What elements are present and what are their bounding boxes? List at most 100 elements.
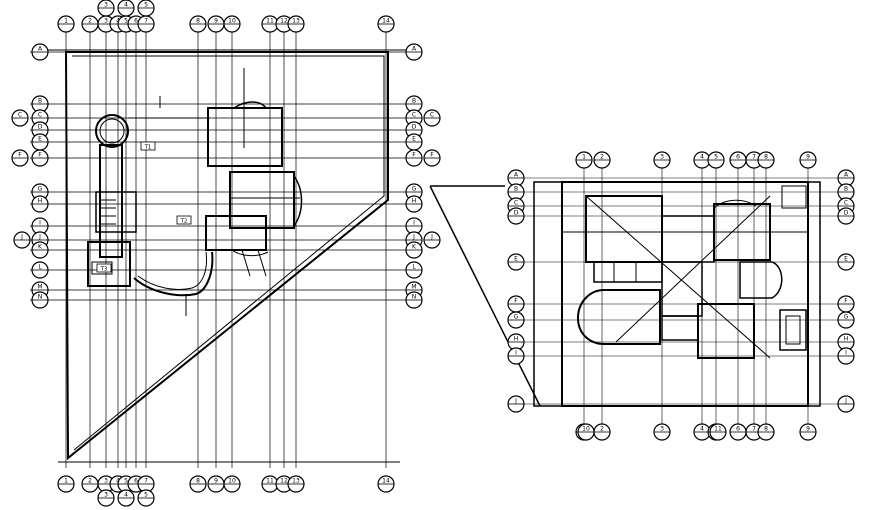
grid-marker-bottom: 3 — [97, 489, 115, 507]
grid-marker-bottom: 5 — [137, 489, 155, 507]
grid-marker-label: 14 — [382, 18, 390, 25]
grid-marker-bottom: 9 — [207, 475, 225, 493]
grid-marker-label: 8 — [764, 154, 768, 161]
grid-marker-label: 4 — [124, 492, 128, 499]
grid-marker-left: D — [507, 207, 525, 225]
grid-marker-label: E — [38, 136, 42, 143]
grid-marker-top: 9 — [207, 15, 225, 33]
service-box — [779, 309, 807, 351]
grid-marker-label: A — [412, 46, 417, 53]
grid-marker-top: 9 — [799, 151, 817, 169]
grid-marker-label: F — [38, 152, 42, 159]
grid-marker-label: 14 — [382, 478, 390, 485]
grid-marker-label: 3 — [104, 492, 108, 499]
grid-marker-top: 10 — [223, 15, 241, 33]
curved-hall — [576, 289, 661, 345]
grid-marker-label: E — [514, 256, 518, 263]
grid-marker-bottom: 14 — [377, 475, 395, 493]
grid-marker-top: 5 — [137, 0, 155, 17]
grid-marker-left: F — [507, 295, 525, 313]
grid-marker-left: A — [31, 43, 49, 61]
detail-leader — [429, 185, 541, 407]
grid-marker-bottom: 1 — [57, 475, 75, 493]
room-tag: T2 — [176, 215, 192, 225]
site-boundary-inner — [72, 55, 385, 451]
grid-marker-label: 1 — [64, 478, 68, 485]
room-center — [661, 215, 715, 263]
grid-marker-label: G — [38, 186, 43, 193]
entry-arc — [231, 249, 269, 257]
grid-marker-label: 3 — [104, 2, 108, 9]
grid-marker-label: G — [514, 314, 519, 321]
grid-marker-label: 2 — [600, 154, 604, 161]
room-right — [713, 203, 771, 261]
grid-marker-label: G — [412, 186, 417, 193]
grid-marker-label: 7 — [144, 478, 148, 485]
grid-marker-label: 3 — [104, 18, 108, 25]
grid-marker-top: 5 — [707, 151, 725, 169]
grid-marker-bottom: 12 — [275, 475, 293, 493]
left-plan-grid — [30, 32, 420, 468]
curved-room-right — [739, 261, 783, 299]
grid-marker-label: I — [413, 220, 415, 227]
grid-marker-top: 1 — [57, 15, 75, 33]
grid-marker-label: I — [515, 350, 517, 357]
grid-marker-label: 5 — [714, 154, 718, 161]
grid-marker-label: 2 — [88, 478, 92, 485]
grid-marker-label: B — [844, 186, 848, 193]
grid-marker-label: D — [844, 210, 849, 217]
middle-room-bay — [293, 175, 303, 227]
grid-marker-right: N — [405, 291, 423, 309]
service-box-inner — [785, 315, 801, 345]
grid-marker-left: H — [31, 195, 49, 213]
grid-marker-left: G — [507, 311, 525, 329]
grid-marker-left: I — [31, 217, 49, 235]
grid-marker-bottom: 8 — [757, 423, 775, 441]
grid-marker-right: F — [423, 149, 441, 167]
grid-marker-top: 3 — [97, 0, 115, 17]
grid-marker-top: 14 — [377, 15, 395, 33]
grid-marker-top: 4 — [117, 0, 135, 17]
grid-marker-label: 11 — [714, 426, 722, 433]
grid-marker-right: H — [405, 195, 423, 213]
grid-marker-label: 6 — [736, 154, 740, 161]
grid-marker-right: J — [837, 395, 855, 413]
grid-marker-label: F — [412, 152, 416, 159]
grid-marker-left: A — [507, 169, 525, 187]
grid-marker-right: B — [405, 95, 423, 113]
grid-marker-top: 7 — [745, 151, 763, 169]
grid-marker-left: C — [11, 109, 29, 127]
grid-marker-label: H — [38, 198, 43, 205]
leader-line — [241, 249, 251, 277]
grid-marker-label: 2 — [88, 18, 92, 25]
diagonal — [585, 195, 771, 359]
grid-marker-label: C — [412, 112, 416, 119]
grid-marker-label: H — [514, 336, 519, 343]
grid-marker-label: N — [412, 294, 417, 301]
grid-marker-left: F — [11, 149, 29, 167]
grid-marker-label: E — [844, 256, 848, 263]
grid-marker-bottom: 3 — [653, 423, 671, 441]
grid-marker-top: 1 — [575, 151, 593, 169]
grid-marker-label: M — [37, 284, 42, 291]
grid-marker-right: D — [837, 207, 855, 225]
grid-marker-label: B — [412, 98, 416, 105]
right-plan-grid — [510, 168, 850, 424]
grid-marker-top: 3 — [653, 151, 671, 169]
grid-marker-left: I — [507, 347, 525, 365]
grid-marker-label: 11 — [266, 18, 274, 25]
grid-marker-label: A — [844, 172, 849, 179]
grid-marker-label: 1 — [64, 18, 68, 25]
grid-marker-bottom: 13 — [287, 475, 305, 493]
utility-room — [87, 241, 131, 287]
round-room-inner — [99, 118, 125, 144]
site-boundary — [64, 51, 389, 461]
grid-marker-right: K — [405, 241, 423, 259]
grid-marker-label: 5 — [144, 2, 148, 9]
corner-box — [781, 185, 807, 209]
right-floor-plan — [533, 181, 821, 407]
grid-marker-label: C — [844, 200, 848, 207]
grid-marker-label: I — [845, 350, 847, 357]
grid-marker-label: 5 — [124, 18, 128, 25]
grid-marker-label: 9 — [214, 18, 218, 25]
